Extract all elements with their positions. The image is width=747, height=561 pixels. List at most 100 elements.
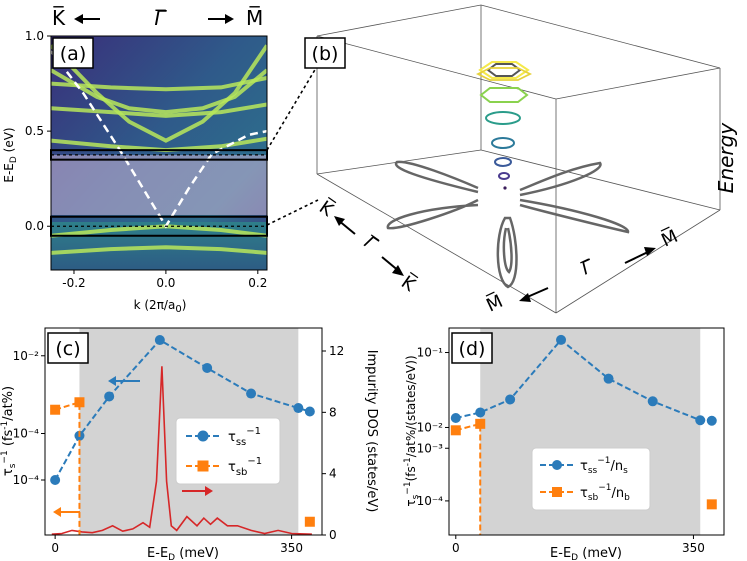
panel-d-series-0-point-5 (647, 396, 658, 407)
panel-d-series-1-line (455, 422, 482, 535)
contour-yellow-lower (475, 67, 533, 81)
panel-c-label-box: (c) (47, 332, 89, 364)
panel-d-series-1-point-1 (475, 418, 486, 429)
panel-c-series (50, 335, 315, 535)
contour-teal (485, 111, 521, 125)
panel-d-xlabel: E-ED (meV) (550, 546, 622, 561)
panel-d-label: (d) (459, 338, 486, 360)
panel-d-series-1-point-0 (450, 425, 461, 436)
panel-c-label: (c) (55, 338, 80, 360)
panel-b-bottom-axis-labels: M̅ Γ̅ M̅ (483, 225, 681, 317)
panel-c-xlabel: E-ED (meV) (147, 546, 219, 561)
panel-d-ytick-label-2: 10⁻³ (417, 441, 444, 455)
panel-b-g2-label: Γ̅ (578, 255, 598, 279)
panel-a-right-arrowhead (225, 14, 234, 24)
contour-indigo (498, 172, 510, 180)
panel-c-y2tick-label-3: 12 (329, 344, 344, 358)
panel-c-series-0-point-6 (293, 403, 304, 414)
panel-d-series-0-point-1 (475, 407, 486, 418)
panel-d-series-1-point-2 (706, 499, 717, 510)
panel-d-ytick-label-0: 10⁻⁴ (417, 494, 444, 508)
panel-c-ytick-label-0: 10⁻⁴ (13, 473, 40, 487)
petal-right-upper (519, 161, 602, 197)
panel-c-y2tick-label-1: 4 (329, 467, 337, 481)
panel-d-series-0-point-6 (695, 415, 706, 426)
panel-b-m1-label: M̅ (483, 290, 506, 317)
petal-right-lower (519, 198, 630, 234)
panel-b-label: (b) (312, 43, 339, 65)
panel-d-series-0-point-7 (706, 415, 717, 426)
petal-left-upper (394, 160, 479, 194)
panel-c-series-1-point-0 (50, 404, 61, 415)
panel-c-frame (44, 327, 323, 536)
panel-a-ytick-label-1: 0.5 (25, 124, 44, 138)
panel-d-frame (448, 327, 725, 536)
panel-b-m2-label: M̅ (658, 225, 681, 252)
panel-c-dos-path (51, 366, 312, 535)
panel-a-xlabel: k (2π/a0) (134, 298, 187, 315)
panel-a-k-label: K̅ (52, 5, 66, 30)
panel-b-energy-label: Energy (714, 122, 738, 194)
contour-dot (503, 186, 507, 190)
band-line-3 (51, 102, 267, 118)
panel-d-legend: τss−1/ns τsb−1/nb (531, 447, 651, 511)
panel-a-gap-overlay (51, 155, 267, 215)
panel-a-ytick-label-2: 1.0 (25, 29, 44, 43)
contour-blue (494, 157, 512, 167)
contour-hexagon-top (478, 61, 530, 79)
panel-c-ylabel: τs−1 (fs-1/at%) (0, 386, 18, 476)
panel-c-ytick-label-2: 10⁻² (13, 349, 40, 363)
band-line-6 (51, 245, 267, 255)
panel-b-lower-contours (386, 160, 630, 289)
panel-d-ytick-label-1: 10⁻² (417, 420, 444, 434)
panel-d-series-0-point-3 (556, 334, 567, 345)
panel-d-ytick-label-3: 10⁻¹ (417, 346, 444, 360)
panel-c-series-0-point-3 (154, 335, 165, 346)
contour-hexagon-top-inner (486, 63, 522, 77)
contour-teal-small (491, 137, 515, 149)
panel-d-series-0-point-2 (505, 394, 516, 405)
panel-d-xtick-label-1: 350 (682, 541, 705, 555)
legend-d-sb-marker (552, 487, 562, 497)
panel-b-left-axis-labels: K̅ Γ̅ K̅ (315, 196, 420, 297)
panel-a-ylabel: E-ED (eV) (2, 127, 19, 182)
legend-sb-marker (197, 460, 209, 472)
panel-d-series-0-point-0 (450, 413, 461, 424)
panel-a-left-arrowhead (74, 14, 83, 24)
panel-a-label: (a) (60, 43, 86, 65)
panel-c-series-0-line (54, 338, 311, 481)
panel-d-label-box: (d) (451, 332, 493, 364)
panel-b-label-box: (b) (304, 37, 346, 69)
band-line-2 (51, 75, 267, 92)
panel-c-ylabel2: Impurity DOS (states/eV) (364, 350, 379, 513)
panel-c-series-1-line (54, 400, 81, 535)
contour-green (479, 87, 529, 103)
connector-upper (266, 57, 323, 151)
panel-c-series-0-point-4 (202, 362, 213, 373)
panel-c-series-0-point-7 (304, 406, 315, 417)
panel-a-ytick-label-0: 0.0 (25, 219, 44, 233)
panel-c-legend: τss−1 τsb−1 (175, 417, 281, 485)
petal-bottom-inner (502, 227, 513, 274)
panel-c-ytick-label-1: 10⁻⁴ (13, 426, 40, 440)
panel-c-y2tick-label-2: 8 (329, 405, 337, 419)
panel-a-m-label: M̅ (246, 5, 263, 30)
panel-b-box (316, 4, 721, 314)
panel-d-ylabel: τs−1(fs-1/at%/(states/eV)) (403, 355, 421, 506)
panel-c-series-1-point-1 (74, 397, 85, 408)
panel-c-xtick-label-0: 0 (51, 541, 59, 555)
panel-a-gamma-label: Γ̅ (154, 6, 167, 30)
panel-d-series-0-point-4 (603, 373, 614, 384)
panel-c-xtick-label-1: 350 (280, 541, 303, 555)
panel-c-series-0-point-0 (50, 474, 61, 485)
panel-a-frame (50, 35, 268, 271)
panel-d-series-0-line (455, 338, 712, 422)
panel-c-series-1-point-2 (304, 516, 315, 527)
panel-c-series-0-point-2 (104, 391, 115, 402)
legend-d-ss-marker (552, 460, 562, 470)
petal-bottom (496, 216, 518, 289)
